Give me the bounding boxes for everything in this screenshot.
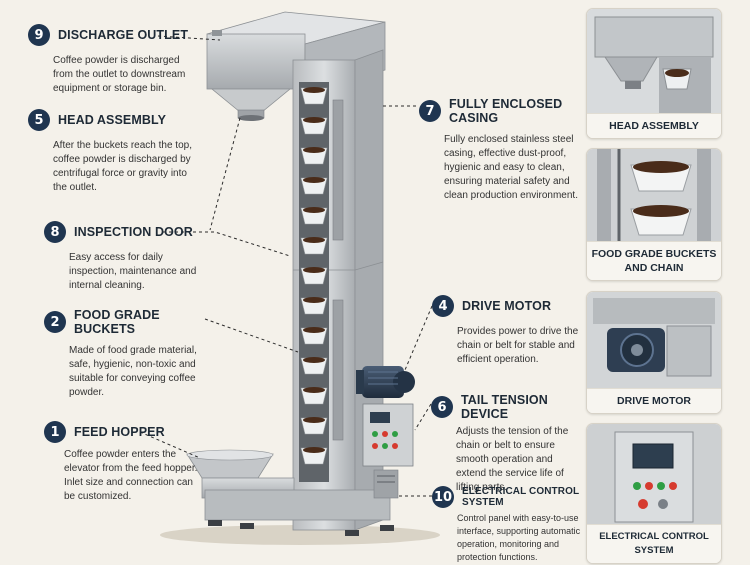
callout-food-grade-buckets: 2 FOOD GRADE BUCKETS Made of food grade … (44, 308, 209, 400)
card-label: DRIVE MOTOR (587, 388, 721, 413)
coffee-fill (303, 177, 325, 183)
callout-number-badge: 9 (28, 24, 50, 46)
coffee-fill (303, 267, 325, 273)
base-frame (204, 489, 391, 521)
coffee-fill (303, 87, 325, 93)
callout-electrical-control: 10 ELECTRICAL CONTROL SYSTEM Control pan… (432, 486, 582, 564)
callout-number-badge: 10 (432, 486, 454, 508)
card-electrical-control: ELECTRICAL CONTROL SYSTEM (586, 423, 722, 564)
callout-description: Control panel with easy-to-use interface… (457, 513, 581, 562)
callout-description: Coffee powder enters the elevator from t… (64, 449, 198, 502)
callout-feed-hopper: 1 FEED HOPPER Coffee powder enters the e… (44, 421, 204, 504)
card-label: FOOD GRADE BUCKETS AND CHAIN (587, 241, 721, 280)
card-drive-motor: DRIVE MOTOR (586, 291, 722, 414)
callout-title: FEED HOPPER (74, 425, 165, 439)
coffee-fill (303, 327, 325, 333)
leader-motor (404, 305, 433, 371)
card-head-assembly: HEAD ASSEMBLY (586, 8, 722, 139)
card-label-line: AND CHAIN (624, 262, 684, 274)
head-assembly-photo (587, 9, 721, 113)
coffee-fill (303, 387, 325, 393)
callout-title: INSPECTION DOOR (74, 225, 193, 239)
callout-title: DISCHARGE OUTLET (58, 28, 189, 42)
callout-drive-motor: 4 DRIVE MOTOR Provides power to drive th… (432, 295, 580, 367)
leader-feed (139, 431, 201, 459)
coffee-fill (303, 357, 325, 363)
callout-title: TAIL TENSION DEVICE (461, 393, 548, 421)
callout-title: DRIVE MOTOR (462, 299, 552, 313)
inspection-window (332, 99, 344, 241)
card-label: ELECTRICAL CONTROL SYSTEM (587, 524, 721, 563)
callout-number-badge: 7 (419, 100, 441, 122)
tail-tension-shape (373, 469, 399, 499)
leader-tail (414, 403, 432, 431)
callout-title: FULLY ENCLOSED CASING (449, 97, 563, 125)
callout-description: Made of food grade material, safe, hygie… (69, 345, 197, 398)
callout-number-badge: 4 (432, 295, 454, 317)
callout-description: Easy access for daily inspection, mainte… (69, 252, 197, 291)
callout-description: Coffee powder is discharged from the out… (53, 55, 186, 94)
card-buckets-chain: FOOD GRADE BUCKETS AND CHAIN (586, 148, 722, 281)
leader-discharge (157, 35, 221, 41)
buckets-chain-photo (587, 149, 721, 241)
callout-number-badge: 8 (44, 221, 66, 243)
leveling-feet (208, 520, 394, 536)
callout-number-badge: 5 (28, 109, 50, 131)
drive-motor-photo (587, 292, 721, 388)
callout-title: ELECTRICAL CONTROL SYSTEM (462, 486, 579, 508)
coffee-fill (303, 117, 325, 123)
leader-inspection (163, 231, 291, 257)
head-housing (206, 11, 386, 90)
callout-inspection-door: 8 INSPECTION DOOR Easy access for daily … (44, 221, 209, 293)
callout-discharge-outlet: 9 DISCHARGE OUTLET Coffee powder is disc… (28, 24, 193, 96)
callout-description: Fully enclosed stainless steel casing, e… (444, 134, 578, 201)
control-box-shape (362, 403, 414, 467)
leader-head (209, 117, 241, 231)
card-label: HEAD ASSEMBLY (587, 113, 721, 138)
callout-head-assembly: 5 HEAD ASSEMBLY After the buckets reach … (28, 109, 193, 195)
electrical-control-photo (587, 424, 721, 524)
callout-tail-tension: 6 TAIL TENSION DEVICE Adjusts the tensio… (431, 393, 581, 495)
callout-title: HEAD ASSEMBLY (58, 113, 167, 127)
drive-motor-shape (356, 366, 415, 398)
discharge-cone (210, 88, 292, 113)
floor-shadow (160, 525, 440, 545)
leader-lines (139, 35, 433, 497)
coffee-fill (303, 207, 325, 213)
coffee-fill (303, 147, 325, 153)
callout-number-badge: 1 (44, 421, 66, 443)
callout-description: Adjusts the tension of the chain or belt… (456, 426, 569, 493)
callout-number-badge: 2 (44, 311, 66, 333)
callout-enclosed-casing: 7 FULLY ENCLOSED CASING Fully enclosed s… (419, 97, 579, 203)
coffee-fill (303, 237, 325, 243)
coffee-fill (303, 417, 325, 423)
card-label-line: FOOD GRADE BUCKETS (591, 248, 717, 260)
callout-number-badge: 6 (431, 396, 453, 418)
coffee-fill (303, 297, 325, 303)
callout-description: After the buckets reach the top, coffee … (53, 140, 192, 193)
coffee-fill (303, 447, 325, 453)
callout-description: Provides power to drive the chain or bel… (457, 326, 579, 365)
leader-buckets (204, 318, 299, 353)
callout-title: FOOD GRADE BUCKETS (74, 308, 160, 336)
bucket-row (300, 87, 328, 465)
